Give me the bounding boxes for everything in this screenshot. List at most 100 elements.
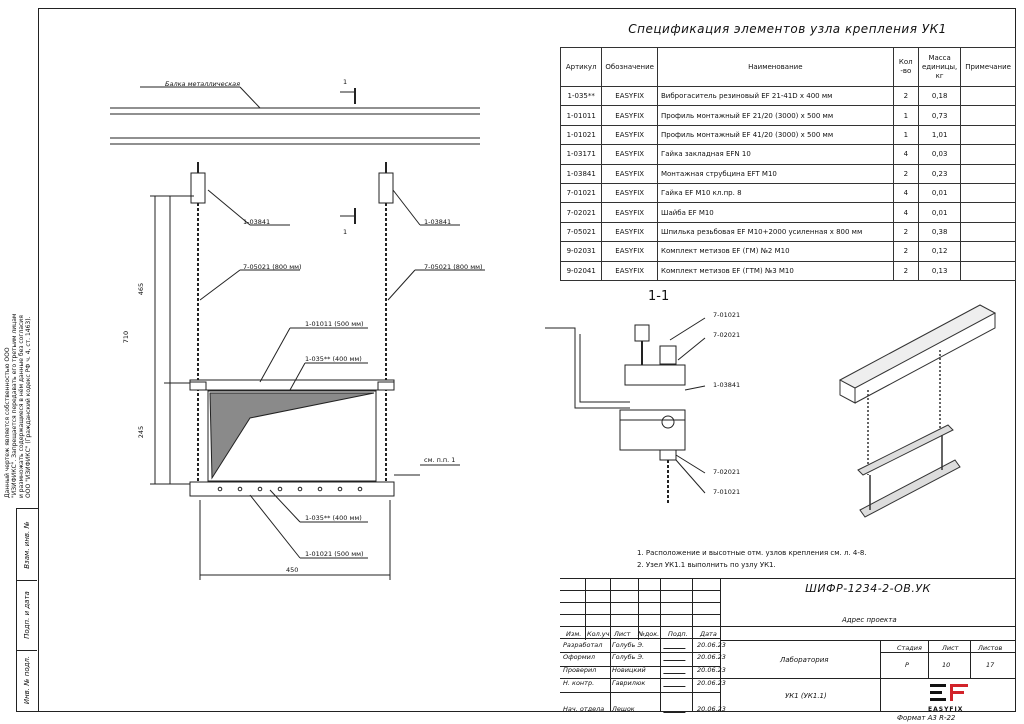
table-cell <box>960 163 1016 184</box>
side-cell-sign: Подп. и дата <box>17 581 37 651</box>
profile-top <box>189 379 395 391</box>
sheet-frame <box>38 8 1016 712</box>
table-cell <box>960 105 1016 126</box>
table-cell: 1-03171 <box>559 144 603 165</box>
table-cell <box>960 182 1016 204</box>
table-cell <box>960 202 1016 223</box>
table-cell: EASYFIX <box>601 221 658 243</box>
table-cell: EASYFIX <box>601 182 658 204</box>
table-cell: Профиль монтажный EF 41/20 (3000) х 500 … <box>656 124 894 146</box>
person-role: Нач. отдела <box>563 705 605 713</box>
table-cell: 7-05021 <box>559 221 603 243</box>
person-role: Проверил <box>563 666 597 674</box>
table-cell: 1-01011 <box>559 105 603 126</box>
profile-bottom <box>189 481 395 497</box>
table-cell: EASYFIX <box>601 202 658 223</box>
iso-profile-top <box>857 424 954 476</box>
col-name: Наименование <box>656 47 894 87</box>
damper-fill <box>209 392 375 480</box>
leader-beam <box>239 86 261 109</box>
person-role: Разработал <box>563 641 603 649</box>
col-note: Примечание <box>960 47 1016 87</box>
table-cell: EASYFIX <box>601 163 658 184</box>
bolt-hole <box>661 415 675 429</box>
title-block <box>560 578 1016 712</box>
table-cell: 2 <box>892 221 919 243</box>
table-cell: Гайка EF M10 кл.пр. 8 <box>656 182 894 204</box>
table-cell: 4 <box>892 202 919 223</box>
section-label-4: 7-02021 <box>713 468 741 476</box>
table-cell: 0,01 <box>917 202 962 223</box>
side-cell-inv: Инв. № подл. <box>23 655 31 705</box>
section-label-5: 7-01021 <box>713 488 741 496</box>
person-name: Гаврилюк <box>612 679 646 687</box>
leader-rod-r <box>387 269 416 301</box>
note-1: 1. Расположение и высотные отм. узлов кр… <box>637 549 867 557</box>
nut-top-right <box>377 381 395 391</box>
table-cell: 1-035** <box>559 85 603 107</box>
table-cell: 0,03 <box>917 144 962 165</box>
section-label-1: 7-01021 <box>713 311 741 319</box>
label-clamp-left: 1-03841 <box>243 218 271 226</box>
dim-450: 450 <box>286 566 299 574</box>
profile-bottom-holes <box>217 486 363 492</box>
label-profile-bottom: 1-01021 (500 мм) <box>305 550 364 558</box>
table-cell: 7-02021 <box>559 202 603 223</box>
clamp-right <box>378 172 394 204</box>
table-cell: EASYFIX <box>601 144 658 165</box>
table-cell: Шпилька резьбовая EF M10+2000 усиленная … <box>656 221 894 243</box>
table-cell <box>960 85 1016 107</box>
doc-code: ШИФР-1234-2-ОВ.УК <box>805 582 931 595</box>
nut-top <box>659 345 677 365</box>
tb-org: Лаборатория <box>780 656 829 664</box>
table-cell: 0,18 <box>917 85 962 107</box>
label-profile-top: 1-01011 (500 мм) <box>305 320 364 328</box>
tb-col-date: Дата <box>700 630 717 638</box>
table-cell: 1 <box>892 124 919 146</box>
screw-head <box>634 324 650 342</box>
leader-damper-top <box>289 362 306 391</box>
table-cell: 2 <box>892 241 919 262</box>
person-date: 20.06.23 <box>697 705 726 713</box>
table-cell: 4 <box>892 144 919 165</box>
col-qty: Кол -во <box>892 47 919 87</box>
side-cell-replace: Взам. инв. № <box>17 509 37 581</box>
person-date: 20.06.23 <box>697 679 726 687</box>
spec-header-row: Артикул Обозначение Наименование Кол -во… <box>559 47 1016 87</box>
label-rod-left: 7-05021 (800 мм) <box>243 263 302 271</box>
leader-clamp-r <box>392 189 421 226</box>
leader-s3 <box>684 385 706 391</box>
person-date: 20.06.23 <box>697 653 726 661</box>
dim-245: 245 <box>137 425 146 439</box>
label-clamp-right: 1-03841 <box>424 218 452 226</box>
table-cell: 0,23 <box>917 163 962 184</box>
leader-s1 <box>669 317 706 341</box>
table-cell <box>960 241 1016 262</box>
table-cell: 1 <box>892 105 919 126</box>
tb-sheets: 17 <box>986 661 995 669</box>
tb-col-list: Лист <box>614 630 631 638</box>
tb-stage-label: Стадия <box>897 644 922 652</box>
person-date: 20.06.23 <box>697 641 726 649</box>
table-cell: EASYFIX <box>601 260 658 281</box>
format-label: Формат А3 R-22 <box>897 714 956 722</box>
person-name: Голубь Э. <box>612 653 645 661</box>
iso-beam <box>838 304 997 389</box>
beam-section-inner <box>579 334 630 403</box>
leader-damper-bot <box>269 489 301 523</box>
leader-clamp-l <box>207 189 251 226</box>
table-cell: Комплект метизов EF (ГМ) №2 М10 <box>656 241 894 262</box>
label-damper-top: 1-035** (400 мм) <box>305 355 362 363</box>
table-cell: 1-01021 <box>559 124 603 146</box>
table-cell: Гайка закладная EFN 10 <box>656 144 894 165</box>
nut-bottom <box>659 449 677 461</box>
notes: 1. Расположение и высотные отм. узлов кр… <box>637 547 867 571</box>
iso-beam-bottom <box>854 313 996 404</box>
table-cell: Монтажная струбцина EFT M10 <box>656 163 894 184</box>
